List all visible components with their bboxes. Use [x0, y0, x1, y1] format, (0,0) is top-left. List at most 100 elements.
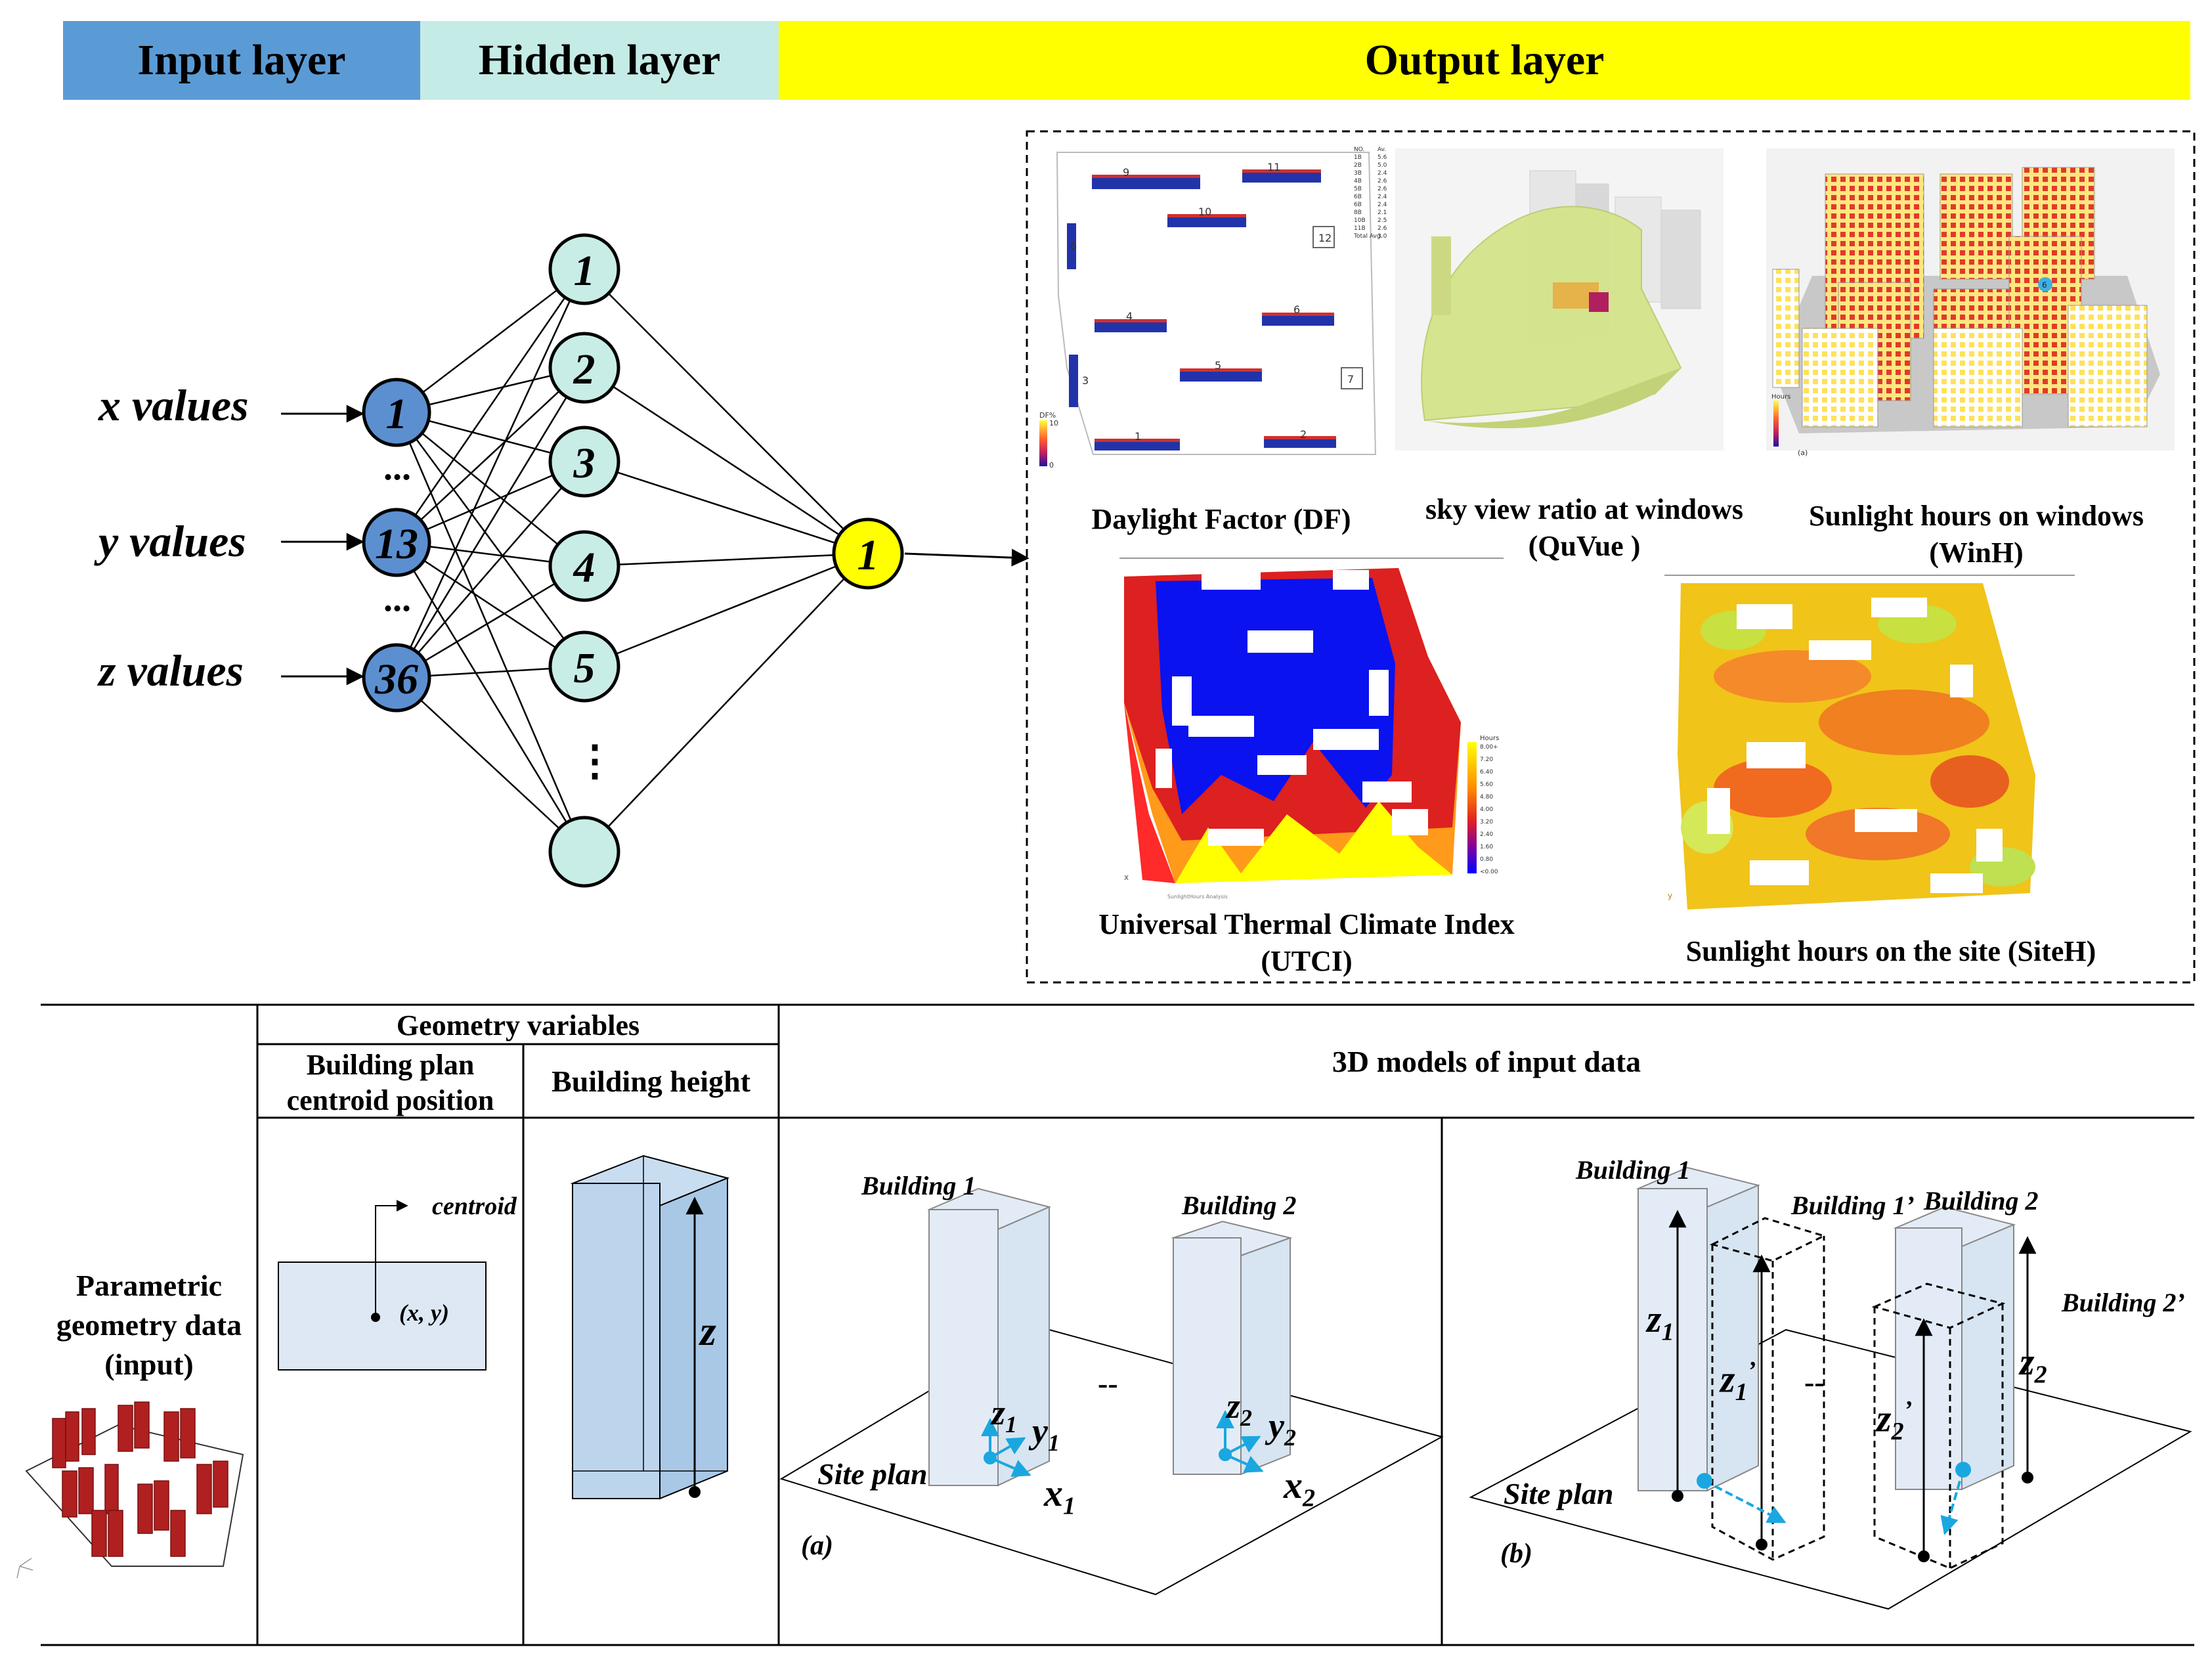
df-buildings: [1067, 172, 1336, 450]
df-table-cell: 2.6: [1377, 225, 1387, 232]
hidden-node-1-label: 1: [574, 247, 596, 295]
winh-caption-line-2: (WinH): [1929, 537, 2024, 569]
hidden-node-1: 1: [548, 233, 620, 305]
building-height-header: Building height: [552, 1064, 750, 1098]
edge-hidden-0-output: [607, 292, 846, 531]
centroid-position-header: Building plan centroid position: [257, 1047, 523, 1118]
z-values-label: z values: [98, 646, 244, 695]
edge-hidden-1-output: [611, 385, 841, 537]
svg-text:11: 11: [1267, 161, 1280, 173]
outputs-frame: [1026, 130, 2196, 984]
svg-text:5: 5: [1215, 359, 1221, 372]
model-b-building-1: Building 1: [1576, 1155, 1691, 1185]
df-table-cell: 2.1: [1377, 209, 1387, 216]
model-b-panel: (b): [1500, 1539, 1532, 1569]
edge-hidden-4-output: [614, 565, 838, 655]
centroid-header-line-2: centroid position: [286, 1084, 494, 1116]
input-layer-header: Input layer: [63, 21, 420, 100]
df-caption-line-1: Daylight Factor (DF): [1091, 503, 1351, 535]
df-table-cell: 3B: [1354, 170, 1362, 177]
utci-footnote: SunlightHours Analysis: [1167, 894, 1228, 900]
edge-hidden-2-output: [615, 471, 837, 544]
x-values-label: x values: [98, 380, 249, 430]
df-legend-max: 10: [1049, 419, 1058, 428]
output-node-label: 1: [857, 531, 879, 579]
utci-caption: Universal Thermal Climate Index (UTCI): [1064, 906, 1550, 980]
df-building-numbers: 9 11 10 12 6 4 6 3 5 7 1 2: [1070, 161, 1354, 443]
df-table-cell: 2.5: [1377, 217, 1387, 224]
utci-legend-value: 1.60: [1480, 844, 1493, 850]
input-ellipsis-1: ...: [383, 447, 411, 488]
df-table-cell: 2.6: [1377, 178, 1387, 185]
hidden-node-3-label: 3: [573, 439, 596, 487]
df-table-cell: 5.0: [1377, 162, 1387, 169]
input-node-36-label: 36: [374, 655, 418, 703]
output-node: 1: [832, 517, 904, 590]
utci-legend-value: 5.60: [1480, 781, 1493, 788]
height-box: [570, 1154, 730, 1500]
output-arrow: [904, 548, 1030, 567]
hidden-node-3: 3: [548, 426, 620, 498]
hidden-node-5: 5: [548, 630, 620, 703]
df-legend-title: DF%: [1039, 411, 1056, 420]
hidden-ellipsis: ⋮: [574, 737, 616, 784]
input-node-1-label: 1: [386, 390, 408, 438]
model-b-z2-prime: z2’: [1876, 1396, 1913, 1445]
model-a-x2: x2: [1284, 1464, 1315, 1512]
model-a-z1: z1: [991, 1393, 1018, 1438]
utci-legend-value: 8.00+: [1480, 744, 1498, 751]
df-table-cell: 2.4: [1377, 194, 1387, 200]
edge-input-1-hidden-3: [429, 546, 552, 563]
output-layer-header: Output layer: [779, 21, 2190, 100]
edge-input-0-hidden-3: [421, 432, 560, 546]
utci-legend-value: 3.20: [1480, 819, 1493, 825]
model-b-building-2: Building 2: [1924, 1186, 2039, 1216]
centroid-header-line-1: Building plan: [306, 1049, 475, 1081]
edge-input-2-hidden-4: [429, 667, 552, 677]
df-table-cell: Av.: [1377, 146, 1386, 153]
utci-map: Hours 8.00+7.206.405.604.804.003.202.401…: [1124, 568, 1499, 900]
siteh-caption: Sunlight hours on the site (SiteH): [1641, 934, 2140, 969]
utci-legend-value: 7.20: [1480, 757, 1493, 763]
svg-text:9: 9: [1123, 166, 1129, 179]
model-a-z2: z2: [1226, 1386, 1253, 1431]
edge-input-1-hidden-5: [412, 570, 569, 824]
svg-text:1: 1: [1135, 430, 1141, 443]
model-a-dash: --: [1098, 1367, 1118, 1400]
hidden-node-4-label: 4: [573, 544, 596, 592]
centroid-diagram: [278, 1200, 487, 1371]
model-b-z2: z2: [2020, 1340, 2047, 1389]
df-table-cell: 6B: [1354, 202, 1362, 208]
utci-legend-value: 6.40: [1480, 769, 1493, 776]
quvue-render: [1395, 148, 1724, 450]
hidden-node-n: [548, 816, 620, 888]
hidden-node-2-label: 2: [573, 345, 596, 393]
hidden-layer-header: Hidden layer: [420, 21, 779, 100]
df-building-edges: [1092, 169, 1336, 442]
xy-label: (x, y): [399, 1300, 449, 1326]
df-table-cell: 2.4: [1377, 202, 1387, 208]
edge-input-2-hidden-1: [412, 395, 569, 650]
row-label: Parametric geometry data (input): [41, 1266, 257, 1384]
edge-input-0-hidden-0: [422, 288, 559, 393]
centroid-label: centroid: [432, 1193, 517, 1220]
df-table-cell: 5.6: [1377, 154, 1387, 161]
utci-legend-title: Hours: [1480, 735, 1499, 742]
winh-caption: Sunlight hours on windows (WinH): [1779, 498, 2173, 571]
svg-text:4: 4: [1126, 310, 1133, 322]
winh-legend-title: Hours: [1771, 393, 1790, 401]
df-caption: Daylight Factor (DF): [1064, 502, 1379, 537]
df-table-cell: 6B: [1354, 194, 1362, 200]
utci-buildings: [1156, 570, 1428, 846]
model-b-dash: --: [1804, 1365, 1825, 1399]
df-table-cell: 3.0: [1377, 233, 1387, 240]
df-map: 9 11 10 12 6 4 6 3 5 7 1 2 DF% 10 0 NO.A…: [1039, 146, 1387, 470]
model-b-site-plan: Site plan: [1504, 1477, 1614, 1510]
df-table-cell: 8B: [1354, 209, 1362, 216]
input-ellipsis-2: ...: [383, 579, 411, 619]
y-values-label: y values: [98, 516, 246, 566]
edge-input-1-hidden-2: [426, 473, 555, 531]
model-b-z1-prime: z1’: [1720, 1357, 1756, 1406]
edge-input-0-hidden-1: [428, 374, 553, 406]
